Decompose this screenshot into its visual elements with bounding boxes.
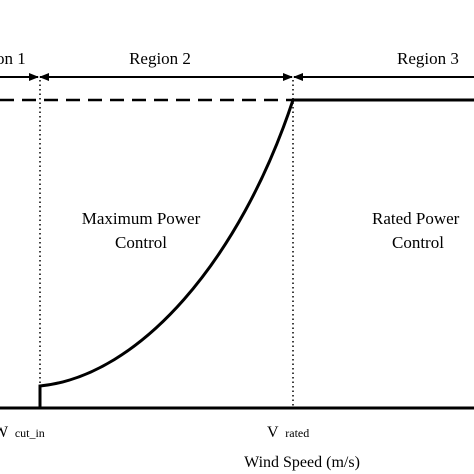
- tick-label-cut-in-main: W: [0, 424, 9, 441]
- region-1-label: on 1: [0, 49, 26, 68]
- maximum-power-label-line2: Control: [115, 233, 167, 252]
- tick-label-rated-sub: rated: [285, 426, 309, 440]
- tick-label-rated: V rated: [267, 424, 309, 441]
- tick-label-cut-in: W cut_in: [0, 424, 45, 441]
- x-axis-label: Wind Speed (m/s): [244, 454, 360, 471]
- power-curve: [38, 98, 474, 408]
- region-2-label: Region 2: [129, 49, 191, 68]
- maximum-power-label-line1: Maximum Power: [82, 209, 201, 228]
- region-3-label: Region 3: [397, 49, 459, 68]
- rated-power-label-line2: Control: [392, 233, 444, 252]
- rated-power-label-line1: Rated Power: [372, 209, 460, 228]
- tick-label-rated-main: V: [267, 424, 279, 441]
- tick-label-cut-in-sub: cut_in: [15, 426, 45, 440]
